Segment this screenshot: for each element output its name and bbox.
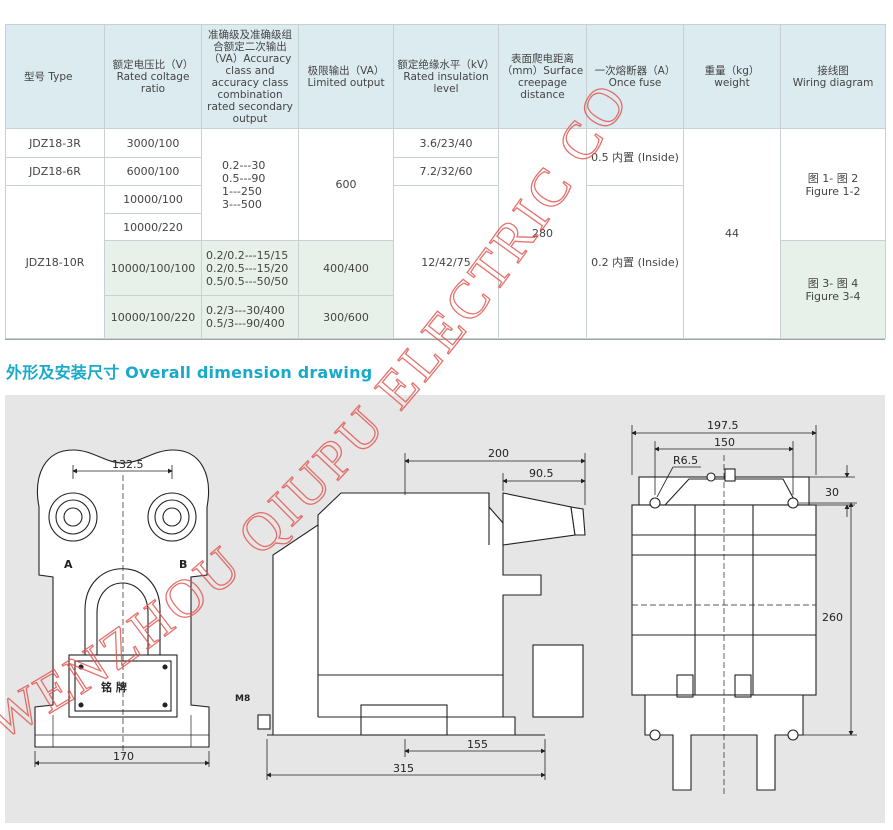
dim-r6-5: R6.5 [673,454,698,467]
header-limited: 极限输出（VA） Limited output [298,24,394,129]
cell-ratio: 10000/100/220 [104,295,202,339]
cell-ratio: 3000/100 [104,128,202,158]
cell-type: JDZ18-3R [5,128,105,158]
dimension-r6-5 [656,466,701,498]
cell-wiring: 图 3- 图 4 Figure 3-4 [780,240,886,339]
table-bottom-rule [5,339,885,340]
dimension-90-5 [502,473,586,491]
cell-limited: 400/400 [298,240,394,296]
cell-insulation: 3.6/23/40 [393,128,499,158]
nameplate-label: 铭 牌 [101,680,127,694]
cell-wiring: 图 1- 图 2 Figure 1-2 [780,128,886,241]
cell-creepage: 280 [498,128,587,339]
dimension-260 [799,502,857,736]
cell-accuracy: 0.2---30 0.5---90 1---250 3---500 [201,128,299,241]
header-insulation: 额定绝缘水平（kV） Rated insulation level [393,24,499,129]
front-view [34,449,210,755]
table-row: 10000/100/220 0.2/3---30/400 0.5/3---90/… [6,295,886,339]
cell-limited: 600 [298,128,394,241]
ground-bolt [257,714,271,730]
bolt-label: M8 [235,694,250,704]
table-row: JDZ18-10R 10000/100 12/42/75 0.2 内置 (Ins… [5,185,886,339]
cell-accuracy: 0.2/3---30/400 0.5/3---90/400 [201,295,299,339]
terminal-a-label: A [64,558,73,571]
side-view [257,492,586,736]
dim-90-5: 90.5 [529,467,554,480]
table-row: 10000/100/100 0.2/0.2---15/15 0.2/0.5---… [6,240,886,339]
section-title: 外形及安装尺寸 Overall dimension drawing [6,363,373,382]
dimension-drawing-panel: A B 铭 牌 132.5 170 M8 [5,395,885,823]
header-weight: 重量（kg） weight [683,24,781,129]
cell-ratio: 6000/100 [104,157,202,186]
dim-30: 30 [825,486,839,499]
table-row: JDZ18-3R 3000/100 0.2---30 0.5---90 1---… [5,128,886,339]
dimension-155 [404,739,546,757]
cell-limited: 300/600 [298,295,394,339]
dimension-150 [654,441,794,495]
cell-fuse: 0.2 内置 (Inside) [586,185,684,339]
side-bushing [502,492,576,546]
cell-type: JDZ18-6R [5,157,105,186]
table-row: 10000/220 [6,213,886,241]
cell-ratio: 10000/100/100 [104,240,202,296]
header-creepage: 表面爬电距离（mm）Surface creepage distance [498,24,587,129]
terminal-b-label: B [179,558,187,571]
cell-fuse: 0.5 内置 (Inside) [586,128,684,186]
header-accuracy: 准确级及准确级组合额定二次输出（VA）Accuracy class and ac… [201,24,299,129]
header-type: 型号 Type [5,24,105,129]
dimension-197-5 [631,425,817,475]
side-box [532,644,584,718]
cell-type: JDZ18-10R [5,185,105,339]
cell-insulation: 7.2/32/60 [393,157,499,186]
spec-table: 型号 Type 额定电压比（V） Rated coltage ratio 准确级… [5,24,886,339]
cell-accuracy: 0.2/0.2---15/15 0.2/0.5---15/20 0.5/0.5-… [201,240,299,296]
dim-315: 315 [393,762,414,775]
dim-132-5: 132.5 [112,458,144,471]
dim-197-5: 197.5 [707,419,739,432]
dimension-132-5 [72,465,173,479]
table-header-row: 型号 Type 额定电压比（V） Rated coltage ratio 准确级… [5,24,886,129]
header-wiring: 接线图 Wiring diagram [780,24,886,129]
dim-170: 170 [113,750,134,763]
side-body [272,492,542,736]
dimension-170 [34,751,210,767]
dimension-drawing: A B 铭 牌 132.5 170 M8 [34,419,857,795]
dim-200: 200 [488,447,509,460]
header-ratio: 额定电压比（V） Rated coltage ratio [104,24,202,129]
dimension-315 [266,739,546,780]
table-row: JDZ18-6R 6000/100 7.2/32/60 [5,157,886,186]
dimension-30 [809,465,855,517]
dim-260: 260 [822,611,843,624]
dim-150: 150 [714,436,735,449]
cell-insulation: 12/42/75 [393,185,499,339]
cell-weight: 44 [683,128,781,339]
header-fuse: 一次熔断器（A） Once fuse [586,24,684,129]
back-view [631,455,817,795]
cell-ratio: 10000/100 [104,185,202,214]
cell-ratio: 10000/220 [104,213,202,241]
dim-155: 155 [467,738,488,751]
